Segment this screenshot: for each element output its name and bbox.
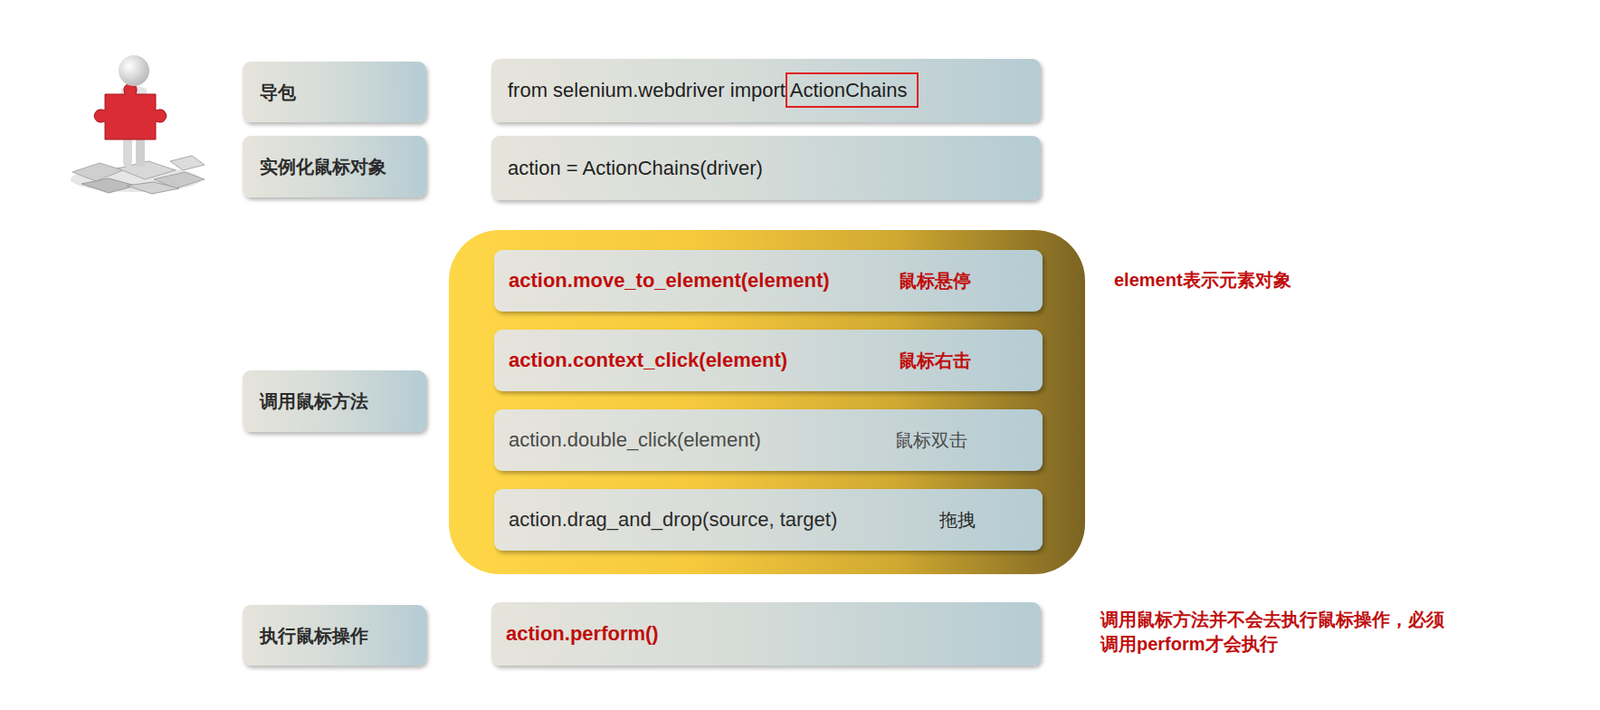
- code-box: action.context_click(element) 鼠标右击: [494, 329, 1043, 391]
- code-text: from selenium.webdriver import ActionCha…: [507, 78, 907, 103]
- annotation-note: 调用鼠标方法并不会去执行鼠标操作，必须 调用perform才会执行: [1100, 607, 1456, 657]
- action-description: 鼠标右击: [898, 348, 972, 373]
- code-text: action.drag_and_drop(source, target): [508, 507, 838, 532]
- code-text: action = ActionChains(driver): [507, 156, 763, 181]
- step-label-box: 执行鼠标操作: [242, 604, 427, 666]
- step-label-box: 导包: [242, 61, 427, 123]
- code-box: from selenium.webdriver import ActionCha…: [491, 58, 1041, 123]
- puzzle-figure-illustration: [63, 52, 209, 198]
- step-label-box: 调用鼠标方法: [242, 370, 427, 432]
- code-box: action.drag_and_drop(source, target) 拖拽: [494, 488, 1043, 551]
- code-box: action.move_to_element(element) 鼠标悬停: [494, 249, 1043, 312]
- code-text: action.context_click(element): [508, 348, 788, 372]
- action-description: 鼠标双击: [895, 428, 968, 453]
- code-box: action = ActionChains(driver): [491, 135, 1041, 200]
- step-label: 实例化鼠标对象: [259, 154, 387, 180]
- code-text: action.move_to_element(element): [508, 268, 830, 293]
- code-box: action.perform(): [491, 601, 1041, 666]
- action-description: 鼠标悬停: [898, 268, 972, 294]
- step-label: 执行鼠标操作: [259, 622, 369, 648]
- step-label: 导包: [259, 79, 296, 105]
- annotation-note: element表示元素对象: [1114, 267, 1292, 293]
- action-description: 拖拽: [939, 507, 976, 533]
- code-text: action.perform(): [505, 621, 659, 646]
- step-label: 调用鼠标方法: [259, 389, 369, 414]
- step-label-box: 实例化鼠标对象: [242, 135, 427, 198]
- code-text: action.double_click(element): [508, 428, 762, 452]
- code-box: action.double_click(element) 鼠标双击: [494, 409, 1043, 471]
